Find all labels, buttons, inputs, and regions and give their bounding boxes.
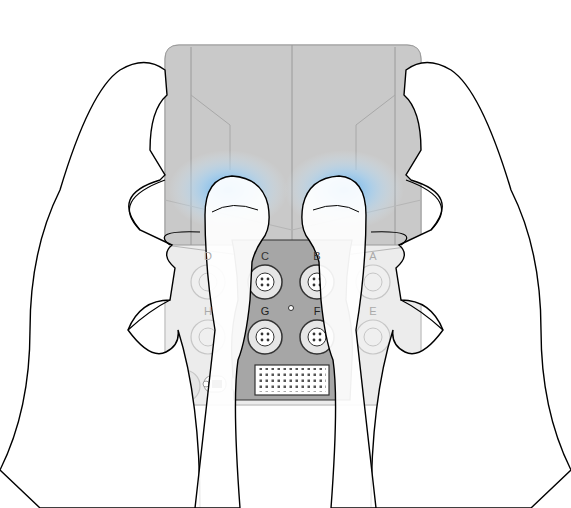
button-letter: B: [313, 250, 320, 262]
button-letter: A: [369, 250, 376, 262]
button-letter: G: [261, 305, 270, 317]
button-letter: F: [314, 305, 321, 317]
button-letter: H: [204, 305, 212, 317]
button-letter: E: [369, 305, 376, 317]
button-letter: C: [261, 250, 269, 262]
button-letter: D: [204, 250, 212, 262]
